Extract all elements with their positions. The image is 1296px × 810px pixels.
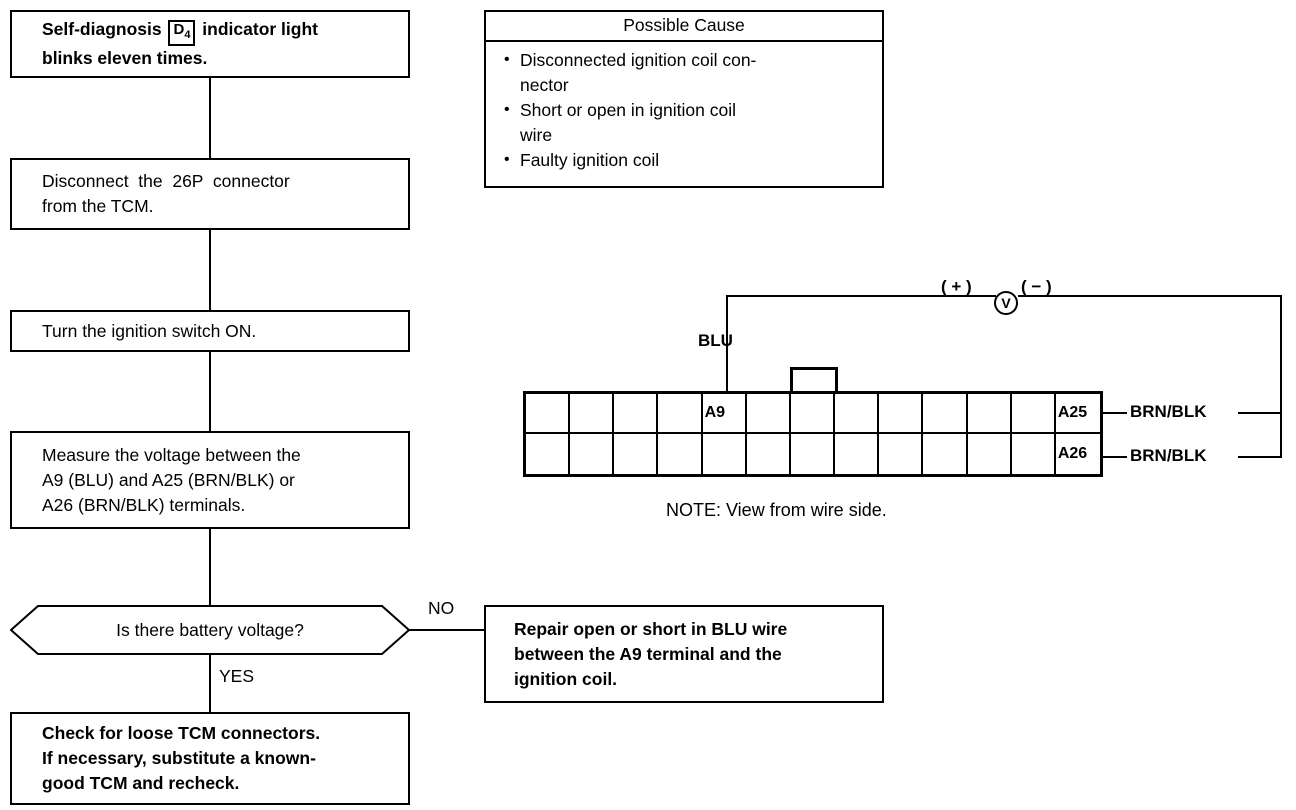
connector-pin [968, 434, 1012, 474]
connector-pin [747, 434, 791, 474]
ignition-on-line-1: Turn the ignition switch ON. [42, 320, 257, 341]
final-line-1: Check for loose TCM connectors. [42, 723, 321, 743]
self-diagnosis-step-box: Self-diagnosis D4 indicator light blinks… [10, 10, 410, 78]
connector-pin [790, 394, 836, 434]
connector-pin-a26: A26 [1056, 434, 1100, 474]
flow-connector-4 [209, 529, 211, 605]
connector-pin [1012, 434, 1056, 474]
d4-indicator-symbol: D4 [168, 20, 196, 46]
disconnect-line-2: from the TCM. [42, 196, 154, 216]
brn-blk-top-label: BRN/BLK [1130, 402, 1207, 421]
battery-voltage-decision-shape: Is there battery voltage? [10, 605, 410, 655]
no-branch-label: NO [428, 598, 455, 618]
repair-line-1: Repair open or short in BLU wire [514, 618, 788, 639]
repair-blu-wire-box: Repair open or short in BLU wire between… [484, 605, 884, 703]
yes-branch-line [209, 655, 211, 712]
decision-question-label: Is there battery voltage? [116, 619, 304, 640]
meter-lead-positive-line [726, 295, 996, 297]
connector-pin [703, 434, 747, 474]
possible-cause-item: Short or open in ignition coil wire [502, 97, 874, 148]
connector-pin [526, 434, 571, 474]
d4-subscript: 4 [184, 29, 191, 41]
view-from-wire-side-note: NOTE: View from wire side. [666, 500, 887, 520]
possible-cause-box: Possible Cause Disconnected ignition coi… [484, 10, 884, 188]
brn-blk-bottom-lead-right [1238, 456, 1282, 458]
check-tcm-connectors-box: Check for loose TCM connectors. If neces… [10, 712, 410, 805]
flow-connector-3 [209, 352, 211, 431]
brn-blk-bottom-lead-left [1103, 456, 1127, 458]
meter-positive-label: ( + ) [941, 277, 972, 296]
self-diagnosis-text-post: indicator light [197, 19, 318, 39]
repair-line-2: between the A9 terminal and the [514, 643, 782, 664]
disconnect-line-1: Disconnect the 26P connector [42, 171, 290, 191]
connector-pin [614, 394, 659, 434]
ignition-on-step-box: Turn the ignition switch ON. [10, 310, 410, 352]
connector-pin-a25: A25 [1055, 394, 1100, 434]
connector-pin [658, 434, 703, 474]
blu-wire-label: BLU [698, 331, 733, 350]
flow-connector-2 [209, 230, 211, 310]
possible-cause-title: Possible Cause [486, 12, 882, 42]
meter-lead-negative-line [1018, 295, 1282, 297]
repair-line-3: ignition coil. [514, 668, 618, 689]
brn-blk-bottom-label: BRN/BLK [1130, 446, 1207, 465]
measure-line-1: Measure the voltage between the [42, 444, 301, 465]
d4-letter: D [173, 21, 185, 38]
yes-branch-label: YES [219, 666, 255, 686]
connector-pin [923, 394, 968, 434]
connector-pin [835, 434, 880, 474]
final-line-3: good TCM and recheck. [42, 773, 240, 793]
pin-a25-label: A25 [1057, 404, 1088, 421]
possible-cause-item: Disconnected ignition coil con- nector [502, 47, 874, 98]
pin-a26-label: A26 [1057, 445, 1088, 462]
final-line-2: If necessary, substitute a known- [42, 748, 316, 768]
connector-pin [879, 434, 924, 474]
pin-a9-label: A9 [704, 404, 726, 421]
flow-connector-1 [209, 78, 211, 158]
connector-pin [570, 394, 615, 434]
self-diagnosis-line-2: blinks eleven times. [42, 48, 208, 68]
blu-wire-line [726, 295, 728, 395]
connector-pin [1011, 394, 1056, 434]
possible-cause-list: Disconnected ignition coil con- nector S… [486, 42, 882, 181]
connector-pin [923, 434, 968, 474]
connector-pin [967, 394, 1012, 434]
measure-voltage-step-box: Measure the voltage between the A9 (BLU)… [10, 431, 410, 529]
measure-line-2: A9 (BLU) and A25 (BRN/BLK) or [42, 469, 295, 490]
voltmeter-symbol-letter: V [1001, 295, 1011, 311]
connector-pin [570, 434, 615, 474]
connector-pin-a9: A9 [702, 394, 747, 434]
measure-line-3: A26 (BRN/BLK) terminals. [42, 494, 246, 515]
connector-latch-tab [790, 367, 838, 393]
brn-blk-bus-line [1280, 295, 1282, 458]
brn-blk-top-lead-right [1238, 412, 1282, 414]
self-diagnosis-line-1: Self-diagnosis D4 indicator light [12, 17, 408, 46]
brn-blk-top-lead-left [1103, 412, 1127, 414]
connector-pin [658, 394, 703, 434]
connector-pin [526, 394, 571, 434]
tcm-26p-connector-grid: A9 A25 A26 [523, 391, 1103, 477]
possible-cause-item: Faulty ignition coil [502, 147, 874, 173]
connector-pin [835, 394, 880, 434]
self-diagnosis-text-pre: Self-diagnosis [42, 19, 167, 39]
connector-pin [614, 434, 659, 474]
connector-pin [879, 394, 924, 434]
disconnect-connector-step-box: Disconnect the 26P connector from the TC… [10, 158, 410, 230]
voltmeter-icon: V [994, 291, 1018, 315]
connector-pin [746, 394, 791, 434]
no-branch-line [409, 629, 484, 631]
connector-pin [791, 434, 836, 474]
meter-negative-label: ( − ) [1021, 277, 1052, 296]
